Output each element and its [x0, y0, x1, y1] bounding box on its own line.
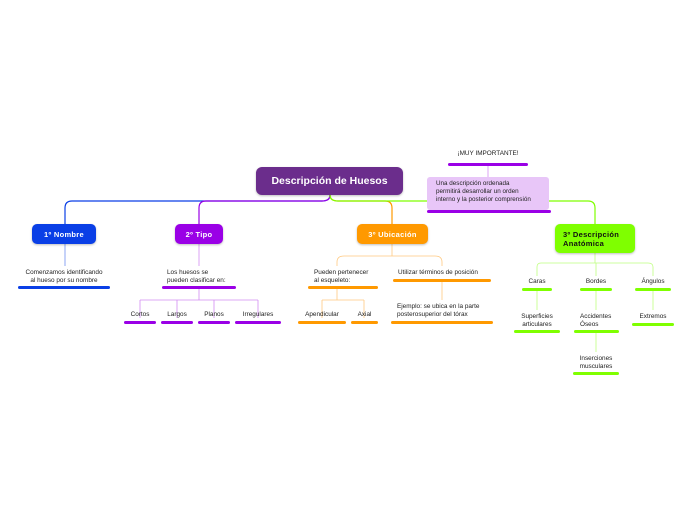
ubicacion-skeleton-underline	[308, 286, 378, 289]
tipo-item-cortos[interactable]: Cortos	[130, 311, 150, 318]
central-topic-label: Descripción de Huesos	[271, 175, 388, 187]
topic-ubicacion[interactable]: 3º Ubicación	[357, 224, 428, 244]
anatomica-caras-underline	[522, 288, 552, 291]
skeleton-item-apendicular[interactable]: Apendicular	[305, 311, 339, 318]
topic-anatomica-label: 3º Descripción Anatómica	[563, 229, 620, 248]
topic-descripcion-anatomica[interactable]: 3º Descripción Anatómica	[555, 224, 635, 253]
skeleton-item-axial[interactable]: Axial	[357, 311, 372, 318]
angulos-child-underline	[632, 323, 674, 326]
skeleton-item-apendicular-underline	[298, 321, 346, 324]
ubicacion-skeleton[interactable]: Pueden pertenecer al esqueleto:	[314, 269, 369, 284]
bordes-child-underline	[574, 330, 619, 333]
tipo-item-irregulares[interactable]: Irregulares	[242, 311, 274, 318]
tipo-item-planos-underline	[198, 321, 230, 324]
topic-nombre[interactable]: 1º Nombre	[32, 224, 96, 244]
tipo-item-largos-underline	[161, 321, 193, 324]
caras-superficies-articulares[interactable]: Superficies articulares	[521, 313, 553, 328]
anatomica-angulos-underline	[635, 288, 671, 291]
callout-title[interactable]: ¡MUY IMPORTANTE!	[457, 150, 519, 157]
tipo-description-underline	[162, 286, 236, 289]
topic-nombre-label: 1º Nombre	[43, 229, 85, 239]
nombre-description-underline	[18, 286, 110, 289]
skeleton-item-axial-underline	[351, 321, 378, 324]
caras-child-underline	[514, 330, 560, 333]
anatomica-bordes-underline	[580, 288, 612, 291]
bordes-grandchild-underline	[573, 372, 619, 375]
nombre-description[interactable]: Comenzamos identificando al hueso por su…	[25, 269, 103, 284]
callout-note[interactable]: Una descripción ordenada permitirá desar…	[427, 177, 549, 210]
tipo-item-irregulares-underline	[235, 321, 281, 324]
ubicacion-example-underline	[391, 321, 493, 324]
callout-note-underline	[427, 210, 551, 213]
tipo-item-planos[interactable]: Planos	[204, 311, 224, 318]
connector-anatomica	[329, 194, 596, 224]
ubicacion-position-underline	[393, 279, 491, 282]
connector-tipo	[198, 194, 331, 224]
tipo-item-largos[interactable]: Largos	[167, 311, 187, 318]
bordes-accidentes-oseos[interactable]: Accidentes Óseos	[580, 313, 612, 328]
anatomica-caras[interactable]: Caras	[528, 278, 546, 285]
tipo-description[interactable]: Los huesos se pueden clasificar en:	[167, 269, 226, 284]
anatomica-bordes[interactable]: Bordes	[585, 278, 607, 285]
anatomica-angulos[interactable]: Ángulos	[641, 278, 665, 285]
topic-tipo-label: 2º Tipo	[185, 229, 213, 239]
tipo-item-cortos-underline	[124, 321, 156, 324]
ubicacion-position-terms[interactable]: Utilizar términos de posición	[398, 269, 478, 276]
topic-tipo[interactable]: 2º Tipo	[175, 224, 223, 244]
callout-title-underline	[448, 163, 528, 166]
topic-ubicacion-label: 3º Ubicación	[368, 229, 417, 239]
ubicacion-example[interactable]: Ejemplo: se ubica en la parte posterosup…	[397, 303, 480, 318]
central-topic[interactable]: Descripción de Huesos	[256, 167, 403, 195]
angulos-extremos[interactable]: Extremos	[639, 313, 667, 320]
bordes-inserciones-musculares[interactable]: Inserciones musculares	[579, 355, 613, 370]
connector-ubicacion	[329, 194, 393, 224]
connector-nombre	[64, 194, 331, 224]
